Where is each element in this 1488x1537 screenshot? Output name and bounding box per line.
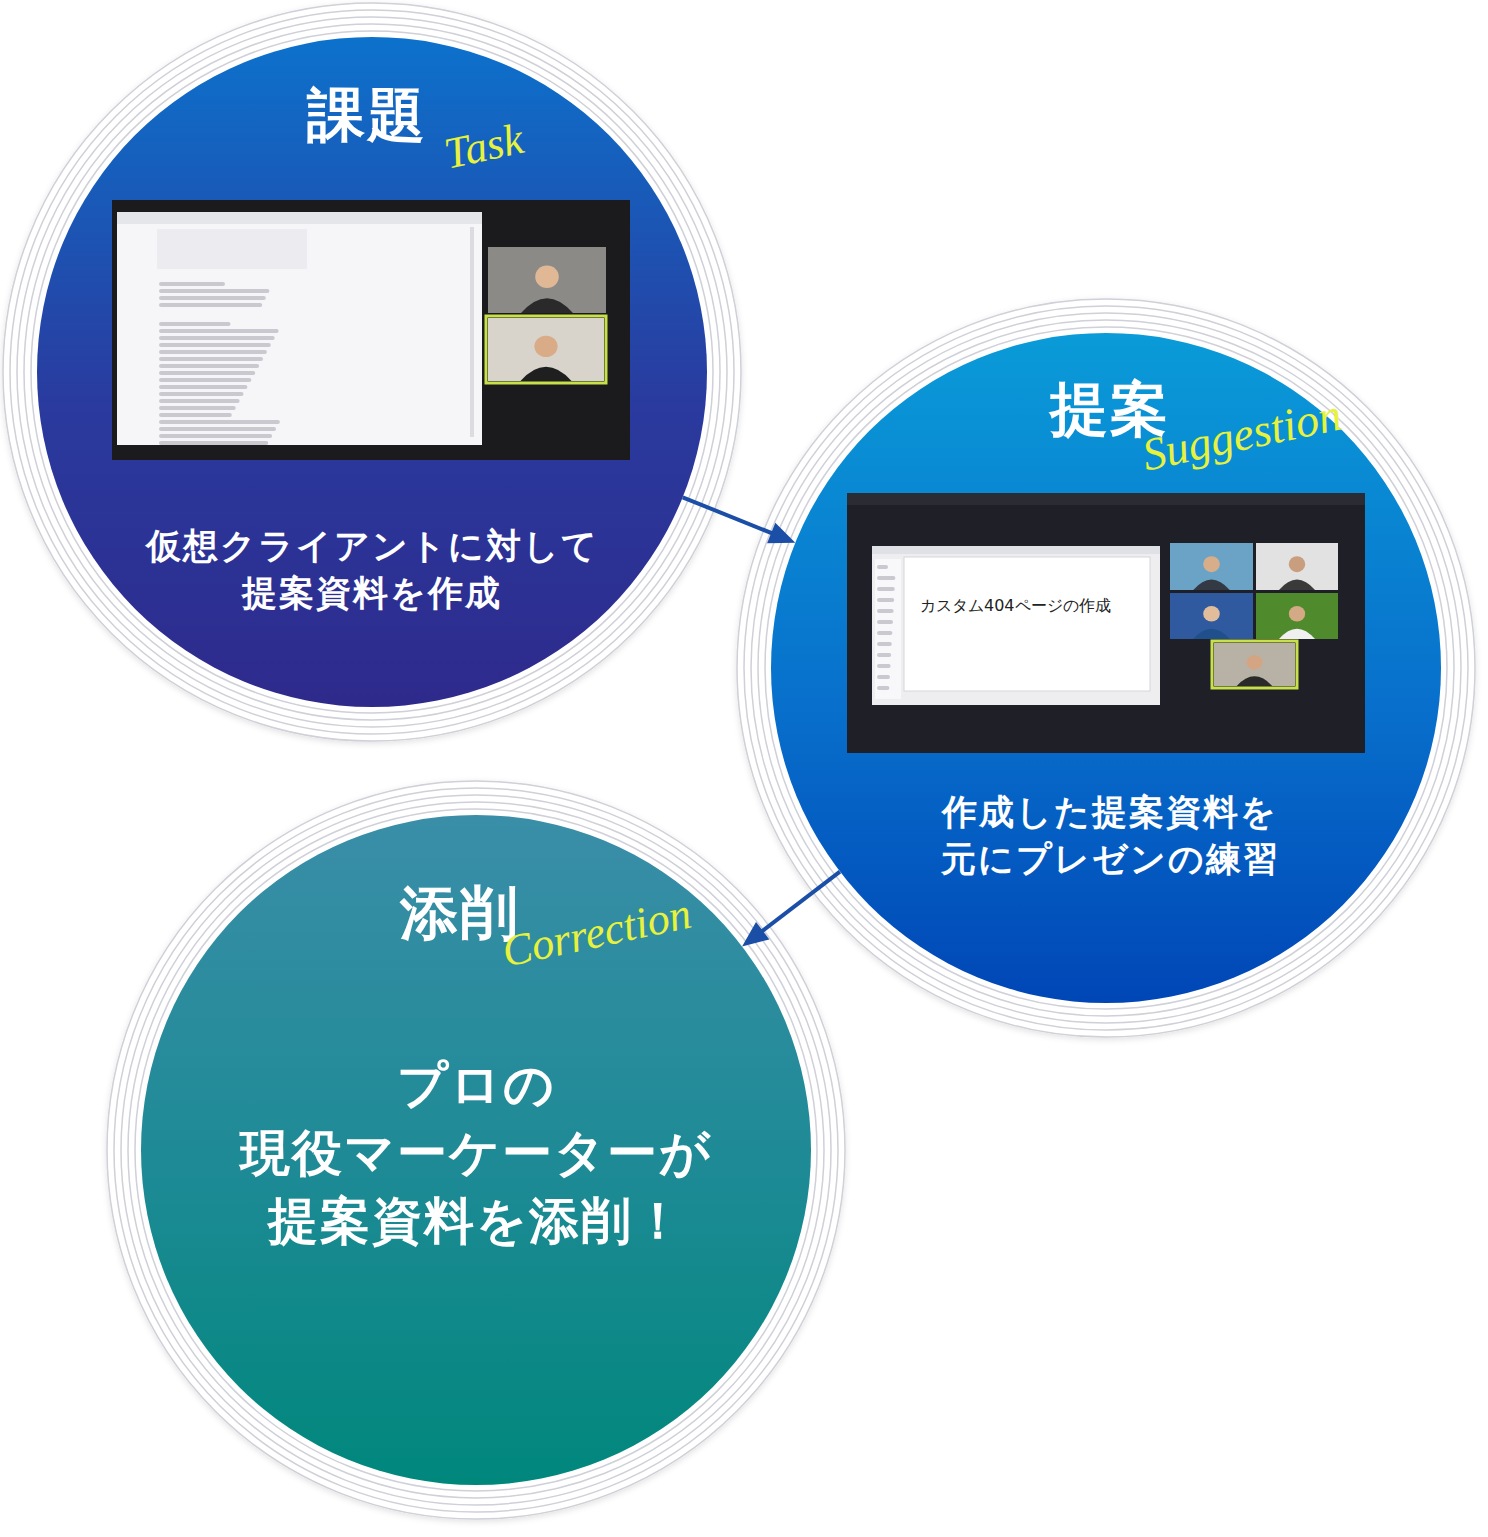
flow-arrow bbox=[742, 872, 840, 947]
step-description: プロの 現役マーケーターが 提案資料を添削！ bbox=[196, 1051, 756, 1255]
slide-title: カスタム404ページの作成 bbox=[920, 596, 1111, 617]
step-circle: 課題Task 仮想クライアントに対して 提案資料を作成 bbox=[37, 37, 707, 707]
step-heading: 課題 bbox=[307, 77, 427, 155]
step-description: 仮想クライアントに対して 提案資料を作成 bbox=[77, 523, 667, 618]
english-subtitle: Task bbox=[440, 113, 528, 179]
flow-arrow bbox=[683, 497, 796, 543]
step-circle: 添削Correctionプロの 現役マーケーターが 提案資料を添削！ bbox=[141, 815, 811, 1485]
arrow-head bbox=[742, 922, 769, 947]
english-subtitle: Correction bbox=[498, 888, 696, 978]
arrow-line bbox=[683, 497, 777, 535]
step-description: 作成した提案資料を 元にプレゼンの練習 bbox=[890, 789, 1330, 884]
arrow-head bbox=[767, 523, 795, 543]
arrow-line bbox=[758, 872, 840, 935]
step-circle: 提案Suggestion作成した提案資料を 元にプレゼンの練習 bbox=[771, 333, 1441, 1003]
